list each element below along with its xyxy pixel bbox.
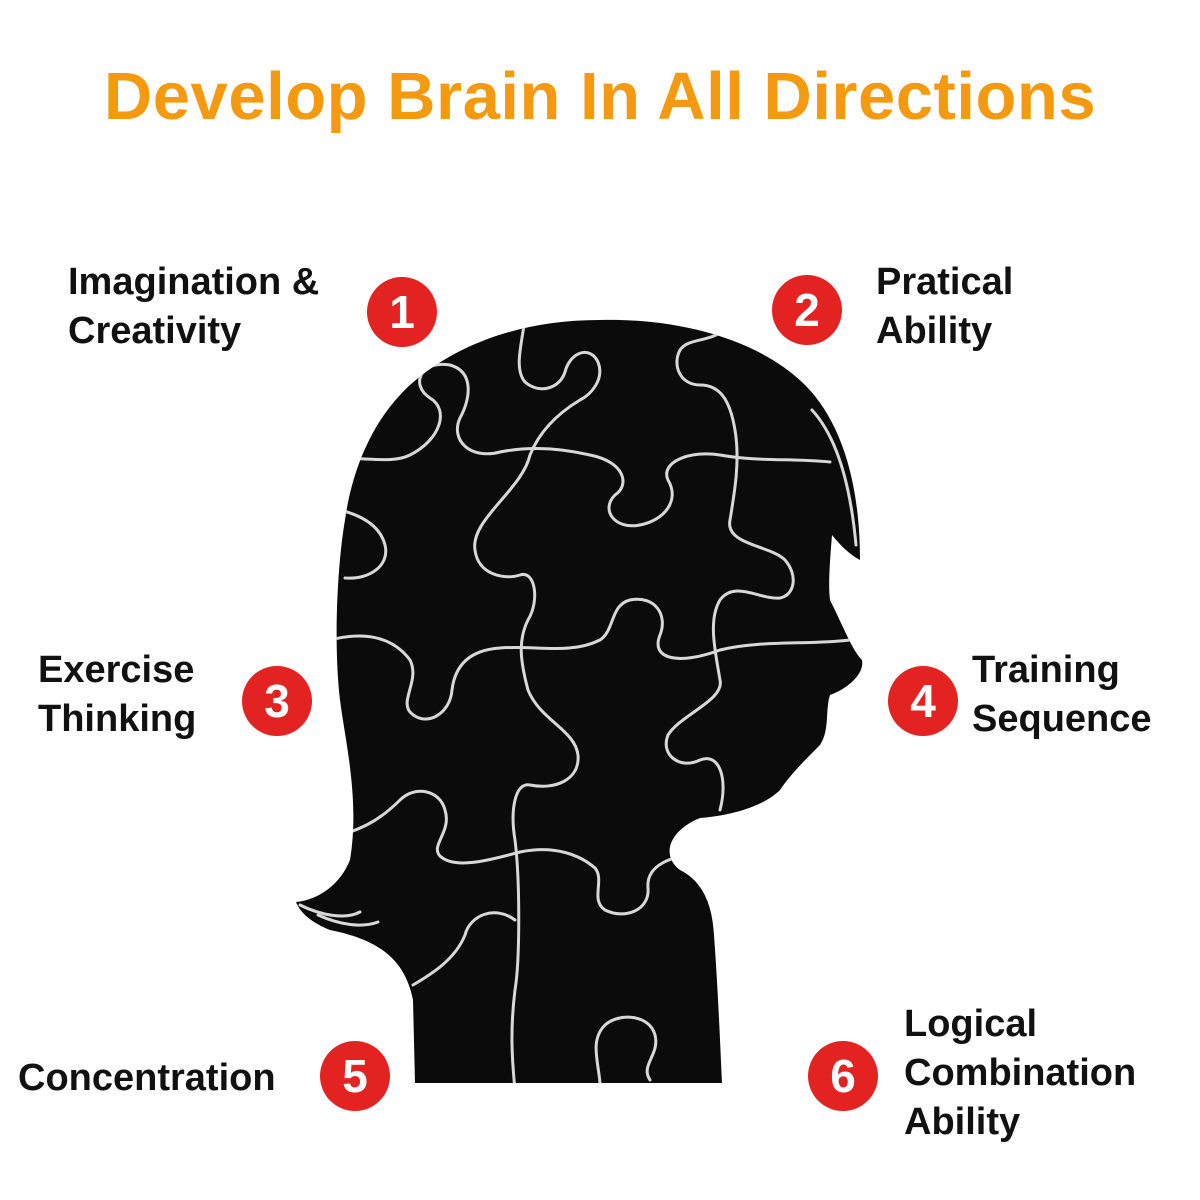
page-title: Develop Brain In All Directions bbox=[103, 59, 1097, 134]
ability-label-concentration: Concentration bbox=[18, 1057, 276, 1099]
number-badge-3: 3 bbox=[242, 666, 312, 736]
number-badge-1: 1 bbox=[367, 277, 437, 347]
ability-label-practical-ability: Pratical Ability bbox=[876, 261, 1014, 352]
number-badge-4: 4 bbox=[888, 666, 958, 736]
ability-label-logical-combination: Logical Combination Ability bbox=[904, 1003, 1137, 1143]
ability-label-training-sequence: Training Sequence bbox=[972, 649, 1152, 740]
ability-label-exercise-thinking: Exercise Thinking bbox=[38, 649, 197, 740]
number-badge-6: 6 bbox=[808, 1041, 878, 1111]
ability-label-imagination-creativity: Imagination & Creativity bbox=[68, 261, 320, 352]
number-badge-2: 2 bbox=[772, 275, 842, 345]
number-badge-5: 5 bbox=[320, 1041, 390, 1111]
